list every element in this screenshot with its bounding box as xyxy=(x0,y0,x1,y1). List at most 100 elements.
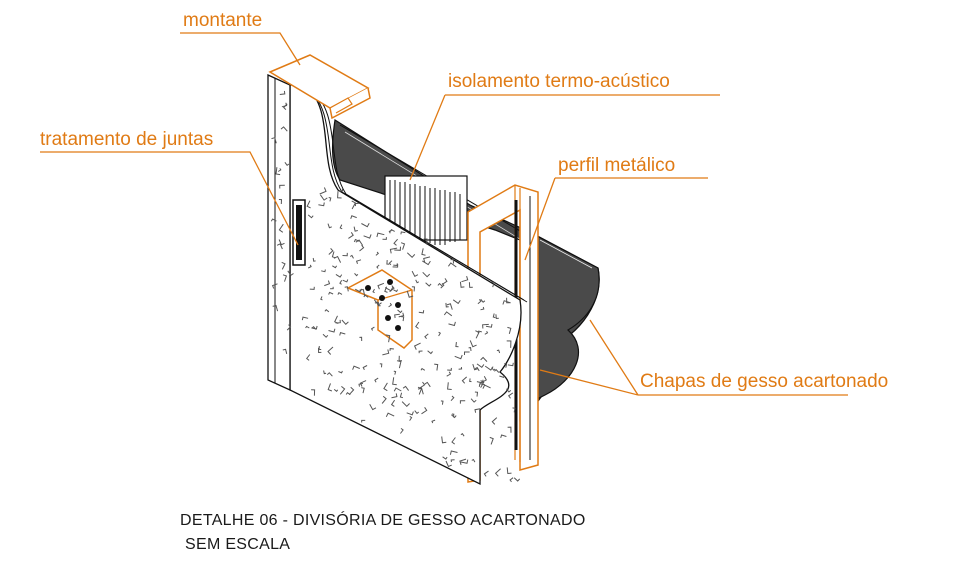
texture-mark xyxy=(386,260,390,265)
texture-mark xyxy=(344,286,349,292)
texture-mark xyxy=(324,308,330,313)
left-board-strip xyxy=(267,73,291,392)
texture-mark xyxy=(441,436,447,444)
texture-mark xyxy=(451,437,456,445)
texture-mark xyxy=(394,313,400,319)
texture-mark xyxy=(507,362,514,367)
texture-mark xyxy=(415,321,420,329)
texture-mark xyxy=(377,302,381,307)
texture-mark xyxy=(499,374,505,379)
texture-mark xyxy=(318,347,322,354)
texture-mark xyxy=(480,356,488,362)
texture-mark xyxy=(359,244,365,252)
texture-mark xyxy=(339,331,346,336)
texture-mark xyxy=(471,458,476,463)
texture-mark xyxy=(282,274,288,282)
texture-mark xyxy=(323,370,327,375)
texture-mark xyxy=(421,248,426,256)
label-chapas: Chapas de gesso acartonado xyxy=(640,371,889,392)
texture-mark xyxy=(279,184,285,189)
texture-mark xyxy=(270,218,277,222)
texture-mark xyxy=(382,237,387,240)
texture-mark xyxy=(338,370,343,374)
texture-mark xyxy=(443,311,453,317)
texture-mark xyxy=(330,286,334,290)
texture-mark xyxy=(328,291,334,295)
texture-mark xyxy=(327,383,333,392)
texture-mark xyxy=(327,223,332,229)
texture-mark xyxy=(369,403,377,411)
texture-mark xyxy=(480,306,485,311)
texture-mark xyxy=(442,456,448,460)
texture-mark xyxy=(393,370,397,375)
texture-mark xyxy=(320,296,323,301)
texture-mark xyxy=(400,231,406,235)
texture-mark xyxy=(494,468,501,477)
texture-mark xyxy=(506,467,512,475)
caption-title: DETALHE 06 - DIVISÓRIA DE GESSO ACARTONA… xyxy=(180,512,586,529)
texture-mark xyxy=(421,407,428,415)
texture-mark xyxy=(401,401,410,408)
texture-mark xyxy=(337,292,343,295)
texture-mark xyxy=(363,294,369,298)
texture-mark xyxy=(328,197,332,202)
texture-mark xyxy=(278,223,284,233)
texture-mark xyxy=(417,387,424,395)
leader-tratamento xyxy=(40,151,299,246)
texture-mark xyxy=(342,279,349,283)
texture-mark xyxy=(284,162,290,166)
texture-mark xyxy=(278,239,285,246)
texture-mark xyxy=(461,376,468,384)
texture-mark xyxy=(278,199,283,205)
texture-mark xyxy=(406,252,416,259)
texture-mark xyxy=(361,419,366,423)
texture-mark xyxy=(388,229,393,234)
texture-mark xyxy=(318,345,322,350)
leader-isolamento xyxy=(409,94,720,181)
texture-mark xyxy=(353,226,358,232)
texture-mark xyxy=(495,314,499,320)
texture-mark xyxy=(341,319,349,326)
texture-mark xyxy=(445,302,449,308)
texture-mark xyxy=(474,408,481,413)
texture-mark xyxy=(472,363,479,371)
texture-mark xyxy=(500,434,507,439)
texture-mark xyxy=(484,330,489,335)
label-tratamento: tratamento de juntas xyxy=(40,129,214,150)
texture-mark xyxy=(281,102,288,108)
texture-mark xyxy=(480,298,486,303)
texture-mark xyxy=(440,400,444,405)
texture-mark xyxy=(363,234,372,239)
texture-mark xyxy=(358,382,364,387)
texture-mark xyxy=(337,191,342,199)
texture-mark xyxy=(420,367,426,371)
texture-mark xyxy=(318,202,325,207)
texture-mark xyxy=(307,214,314,219)
texture-mark xyxy=(393,387,402,392)
texture-mark xyxy=(311,325,318,330)
texture-mark xyxy=(335,273,343,278)
texture-mark xyxy=(321,269,326,273)
texture-mark xyxy=(319,194,328,201)
texture-mark xyxy=(327,346,334,355)
texture-mark xyxy=(352,365,360,370)
texture-mark xyxy=(354,202,360,207)
texture-mark xyxy=(319,187,327,195)
texture-mark xyxy=(400,428,404,434)
texture-mark xyxy=(417,386,423,395)
caption-scale: SEM ESCALA xyxy=(185,536,291,553)
texture-mark xyxy=(402,385,410,391)
texture-mark xyxy=(287,270,294,276)
texture-mark xyxy=(458,367,463,370)
texture-mark xyxy=(446,303,453,310)
texture-mark xyxy=(447,382,452,390)
texture-mark xyxy=(359,336,363,342)
texture-mark xyxy=(282,348,288,355)
texture-mark xyxy=(306,200,311,209)
texture-mark xyxy=(375,251,380,256)
texture-mark xyxy=(452,299,461,305)
texture-mark xyxy=(322,333,329,338)
texture-mark xyxy=(450,459,455,463)
texture-mark xyxy=(389,247,398,254)
texture-mark xyxy=(406,411,414,416)
